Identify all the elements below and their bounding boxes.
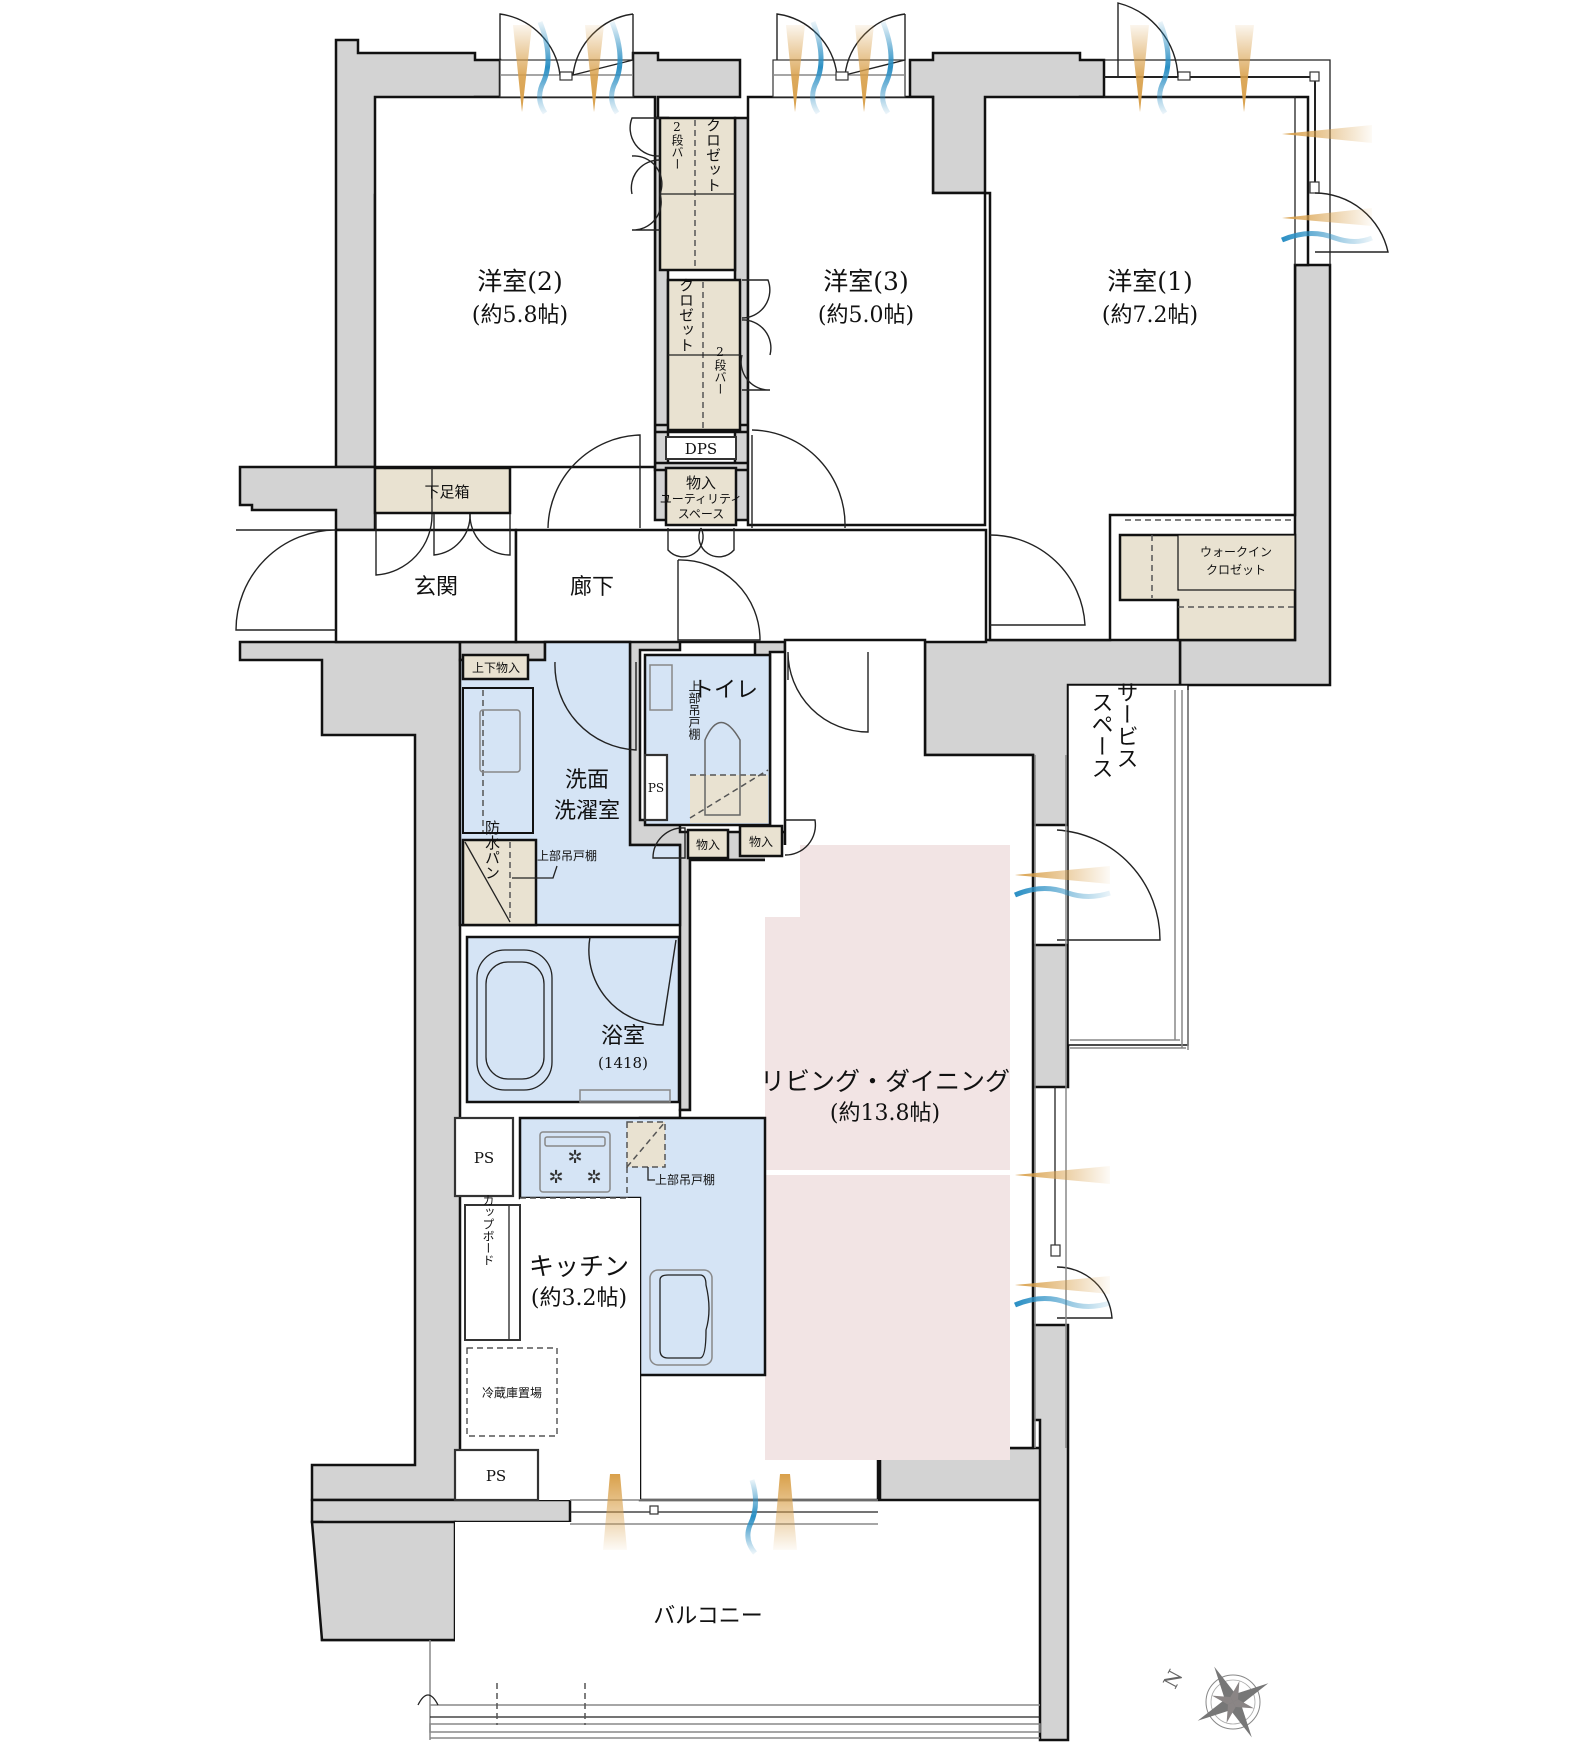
svg-text:✲: ✲: [548, 1167, 563, 1188]
service-space: サービス スペース: [1067, 681, 1189, 1050]
kitchen-label: キッチン: [529, 1252, 629, 1281]
hallway-area: [514, 528, 988, 644]
dining-zone: [765, 1175, 1010, 1460]
toilet-cabinet: [649, 664, 673, 711]
shoe-box: [373, 466, 512, 515]
balcony: [417, 1499, 1041, 1748]
western-room-1: [983, 95, 1310, 642]
bathroom: [465, 935, 681, 1104]
svg-text:防水パン: 防水パン: [483, 820, 501, 880]
kitchen-sink-icon: [649, 1269, 713, 1366]
svg-text:上部吊戸棚: 上部吊戸棚: [537, 848, 597, 863]
closet-label: クロゼット: [677, 278, 695, 353]
hanger-bar-label: 2段バー: [670, 120, 684, 170]
balcony-label: バルコニー: [653, 1604, 763, 1629]
storage-b: [738, 824, 784, 858]
storage-a: [686, 828, 730, 860]
closet-room-3: クロゼット 2段バー: [666, 278, 742, 432]
western-room-2-size: (約5.8帖): [472, 303, 568, 328]
svg-text:物入: 物入: [749, 835, 773, 849]
svg-text:上部吊戸棚: 上部吊戸棚: [687, 680, 701, 741]
doors: [235, 117, 1161, 1319]
hallway-label: 廊下: [570, 575, 614, 600]
svg-text:PS: PS: [486, 1467, 506, 1485]
closet-label: クロゼット: [704, 118, 722, 193]
western-room-3-size: (約5.0帖): [818, 303, 914, 328]
hanger-bar-label: 2段バー: [713, 345, 727, 395]
dps-box: [665, 436, 737, 460]
svg-text:PS: PS: [648, 781, 664, 795]
svg-text:上部吊戸棚: 上部吊戸棚: [655, 1172, 715, 1187]
svg-text:✲: ✲: [567, 1147, 582, 1168]
light-wind-arrows: [513, 21, 1373, 1555]
upper-lower-storage: [461, 653, 530, 681]
utility-storage: [664, 466, 738, 527]
toilet-label: トイレ: [692, 678, 758, 703]
svg-text:ユーティリティ: ユーティリティ: [660, 492, 743, 506]
kitchen-size: (約3.2帖): [531, 1286, 627, 1311]
entrance-area: [334, 528, 518, 644]
svg-text:ウォークイン: ウォークイン: [1200, 545, 1272, 559]
walk-in-closet: ウォークイン クロゼット: [1118, 519, 1297, 642]
bathtub-icon: [476, 949, 553, 1091]
svg-text:冷蔵庫置場: 冷蔵庫置場: [482, 1386, 542, 1400]
western-room-1-size: (約7.2帖): [1102, 303, 1198, 328]
svg-text:✲: ✲: [586, 1167, 601, 1188]
svg-text:サービス: サービス: [1113, 681, 1138, 769]
svg-text:スペース: スペース: [1088, 691, 1113, 779]
svg-text:下足箱: 下足箱: [424, 483, 469, 501]
svg-text:PS: PS: [474, 1149, 494, 1167]
vanity-counter: [462, 687, 534, 834]
western-room-1-name: 洋室(1): [1107, 267, 1192, 296]
western-room-2-name: 洋室(2): [477, 267, 562, 296]
dps-label: DPS: [685, 440, 717, 458]
washroom-label-2: 洗濯室: [554, 799, 620, 824]
bathroom-size: (1418): [598, 1054, 648, 1072]
compass-north-label: N: [1158, 1666, 1187, 1693]
toilet-bowl: [704, 721, 741, 816]
compass-icon: N: [1158, 1666, 1269, 1738]
svg-text:上下物入: 上下物入: [472, 661, 520, 675]
gas-stove-icon: ✲ ✲ ✲: [539, 1131, 611, 1193]
bathroom-label: 浴室: [601, 1024, 645, 1049]
svg-text:物入: 物入: [696, 838, 720, 852]
living-dining-size: (約13.8帖): [830, 1101, 940, 1126]
ps-kitchen: [453, 1116, 515, 1198]
living-dining-label: リビング・ダイニング: [760, 1067, 1010, 1096]
svg-text:カップボード: カップボード: [481, 1194, 495, 1266]
washroom-label-1: 洗面: [565, 768, 609, 793]
living-zone: [765, 845, 1010, 1170]
entrance-label: 玄関: [414, 575, 458, 600]
closet-room-2: 2段バー クロゼット: [658, 116, 737, 272]
western-room-3-name: 洋室(3): [823, 267, 908, 296]
ps-toilet: [643, 753, 669, 822]
svg-text:スペース: スペース: [678, 507, 725, 521]
svg-text:クロゼット: クロゼット: [1206, 563, 1266, 577]
fridge-space: [466, 1347, 558, 1437]
kitchen-upper-cabinet: [626, 1121, 666, 1168]
svg-text:物入: 物入: [686, 474, 716, 492]
ps-bottom: [453, 1448, 540, 1502]
waterproof-pan: [461, 838, 538, 927]
cupboard: [464, 1204, 521, 1341]
western-room-2: [373, 95, 657, 469]
